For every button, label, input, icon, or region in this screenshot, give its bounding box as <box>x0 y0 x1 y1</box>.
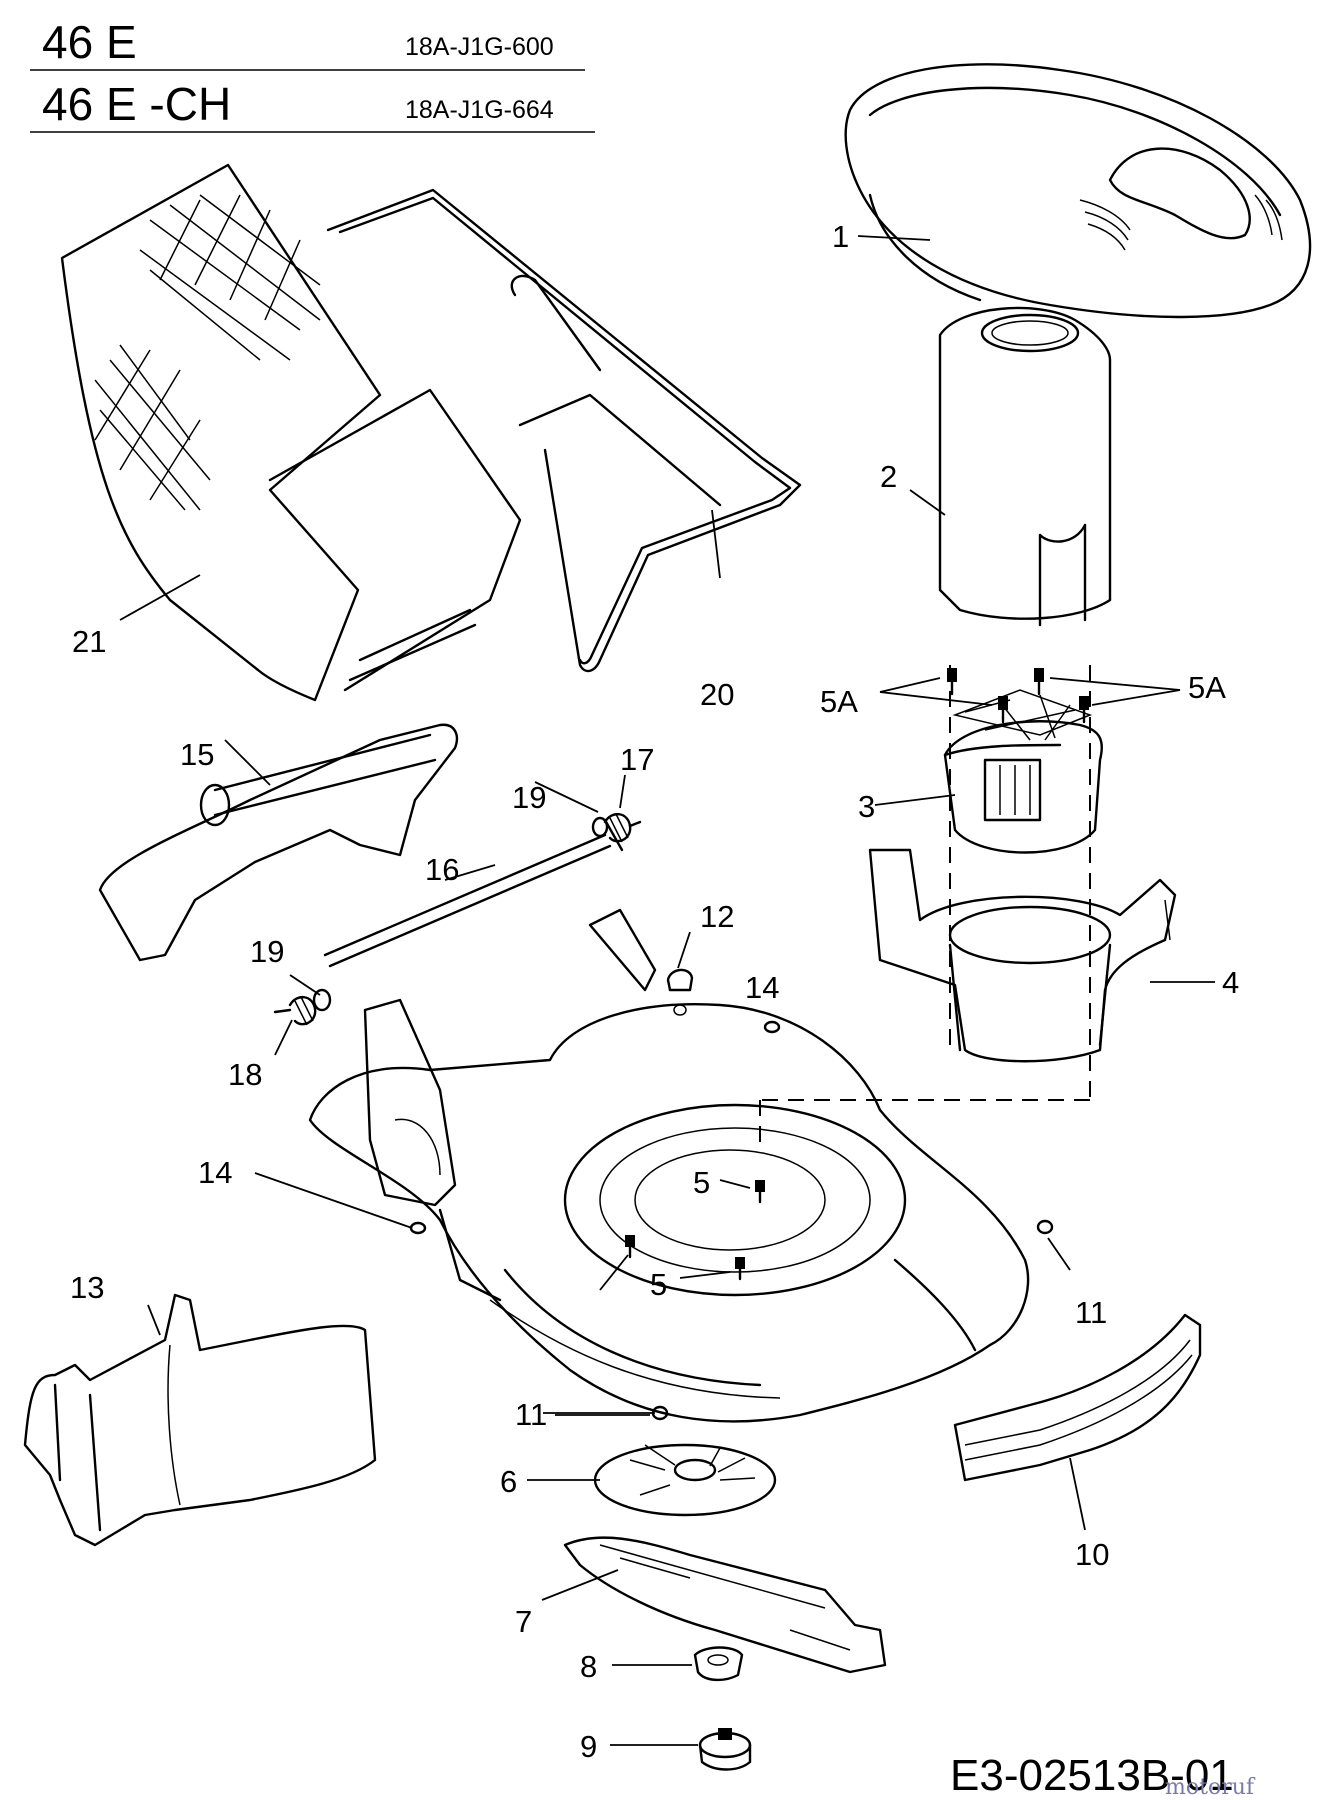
callout-19-upper: 19 <box>512 780 546 815</box>
fasteners <box>409 1020 1054 1421</box>
callout-5-lower: 5 <box>650 1267 667 1302</box>
callout-6: 6 <box>500 1464 517 1499</box>
callout-19-lower: 19 <box>250 934 284 969</box>
model-name-2: 46 E -CH <box>42 78 231 130</box>
callout-11-right: 11 <box>1075 1295 1107 1330</box>
callout-3: 3 <box>858 789 875 824</box>
callout-8: 8 <box>580 1649 597 1684</box>
assembly-guide-line <box>759 665 1091 1150</box>
callout-7: 7 <box>515 1604 532 1639</box>
callout-5a-right: 5A <box>1188 670 1226 705</box>
washer-19-lower <box>312 988 332 1012</box>
model-name-1: 46 E <box>42 16 137 68</box>
diagram-footer: E3-02513B-01 motoruf <box>950 1751 1256 1800</box>
grass-bag-part <box>60 163 522 702</box>
screws-5a <box>947 668 1089 724</box>
part-number-1: 18A-J1G-600 <box>405 33 554 61</box>
rear-flap-part <box>23 1293 377 1547</box>
callout-11-lower: 11 <box>515 1397 547 1432</box>
callout-18: 18 <box>228 1057 262 1092</box>
torsion-spring-18 <box>273 996 317 1026</box>
callout-16: 16 <box>425 852 459 887</box>
bag-frame-part <box>326 188 802 673</box>
callout-12: 12 <box>700 899 734 934</box>
callout-17: 17 <box>620 742 654 777</box>
blade-washer-part <box>693 1646 744 1682</box>
leader-lines <box>119 235 1215 1746</box>
blade-nut-part <box>698 1728 752 1771</box>
motor-part <box>943 689 1103 854</box>
handle-shaft-part <box>323 818 624 968</box>
motor-hood-icon <box>844 63 1312 319</box>
callout-10: 10 <box>1075 1537 1109 1572</box>
callout-15: 15 <box>180 737 214 772</box>
callout-5a-left: 5A <box>820 684 858 719</box>
callout-21: 21 <box>72 624 106 659</box>
washer-19-upper <box>591 816 609 838</box>
model-header: 46 E 18A-J1G-600 46 E -CH 18A-J1G-664 <box>30 16 595 133</box>
callout-14-right: 14 <box>745 970 779 1005</box>
callout-labels: 1 2 3 4 5A 5A 5 5 6 7 8 9 10 11 11 12 13… <box>70 219 1239 1764</box>
mower-deck-part <box>308 1003 1030 1423</box>
callout-20: 20 <box>700 677 734 712</box>
fan-wheel-part <box>593 1443 777 1517</box>
callout-2: 2 <box>880 459 897 494</box>
handle-grip-part <box>98 723 459 962</box>
drawing-code: E3-02513B-01 <box>950 1751 1234 1800</box>
callout-14-left: 14 <box>198 1155 232 1190</box>
side-deflector-part <box>953 1313 1202 1482</box>
callout-5-upper: 5 <box>693 1165 710 1200</box>
callout-1: 1 <box>832 219 849 254</box>
torsion-spring-17 <box>603 813 642 843</box>
callout-9: 9 <box>580 1729 597 1764</box>
motor-housing-part <box>868 848 1177 1063</box>
part-number-2: 18A-J1G-664 <box>405 96 554 124</box>
mower-blade-icon <box>563 1536 887 1674</box>
height-adjuster-part <box>363 908 657 1207</box>
plug-12-part <box>666 968 694 1016</box>
callout-13: 13 <box>70 1270 104 1305</box>
callout-4: 4 <box>1222 965 1239 1000</box>
brand-watermark: motoruf <box>1165 1775 1256 1800</box>
fan-cover-part <box>938 306 1112 627</box>
